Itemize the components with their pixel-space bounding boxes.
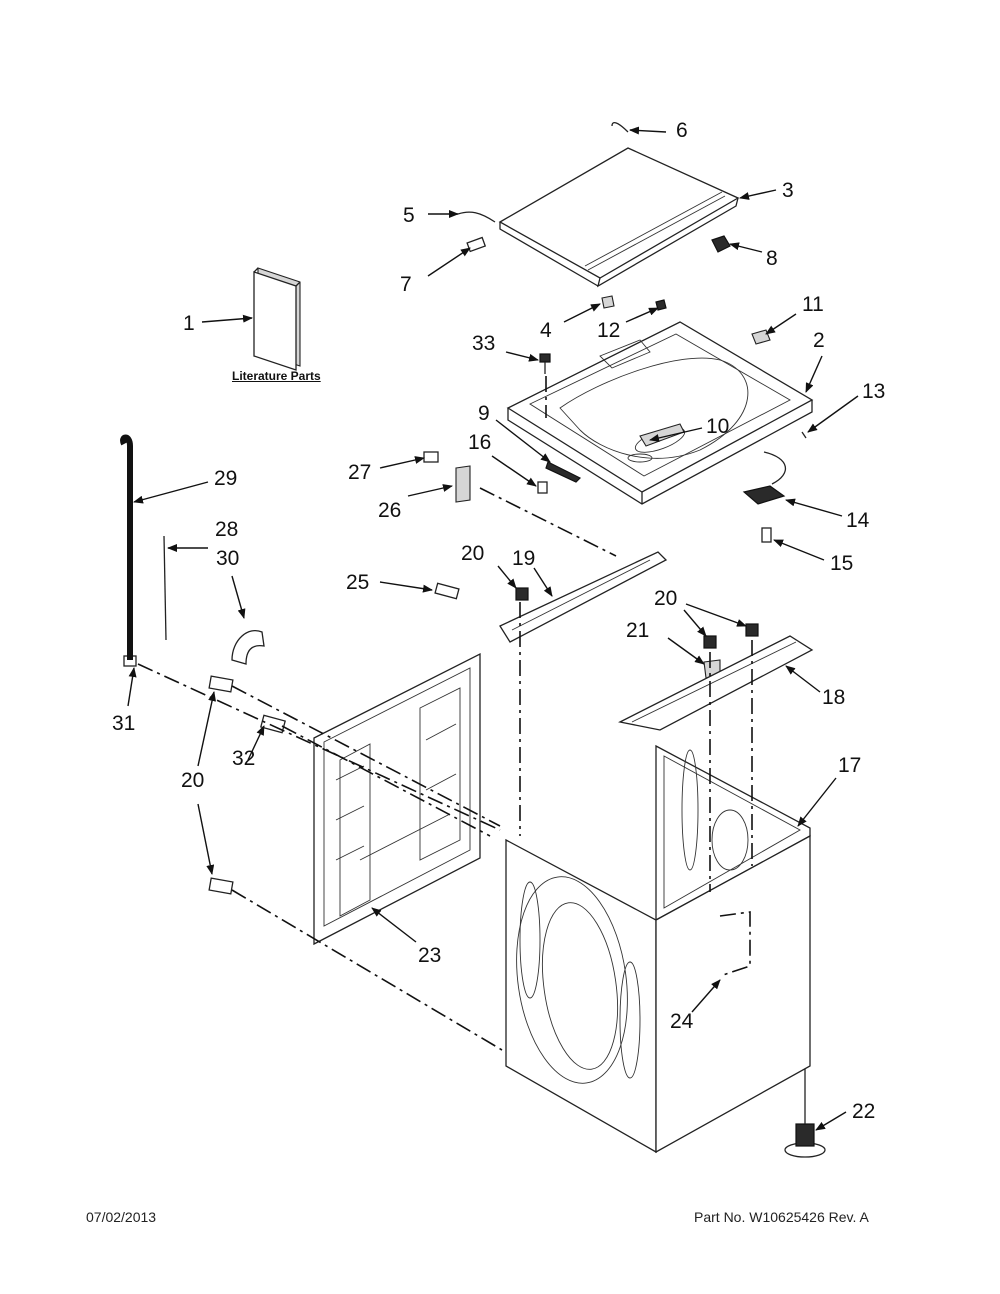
callout-1: 1	[183, 312, 195, 335]
cabinet	[505, 744, 811, 1154]
callout-31: 31	[112, 712, 136, 735]
callout-17: 17	[838, 754, 862, 777]
footer-date: 07/02/2013	[86, 1209, 157, 1225]
callout-7: 7	[400, 273, 412, 296]
callout-24: 24	[670, 1010, 694, 1033]
callout-20-front-brace: 20	[654, 587, 678, 610]
lid-hinge-rod	[457, 121, 629, 223]
rear-panel	[313, 652, 481, 946]
hoses-and-tie	[120, 434, 265, 665]
alignment-lines	[137, 376, 753, 1051]
callout-2: 2	[813, 329, 825, 352]
callout-14: 14	[846, 509, 870, 532]
leader-lines	[127, 126, 859, 1131]
callout-19: 19	[512, 547, 536, 570]
callout-6: 6	[676, 119, 688, 142]
callout-5: 5	[403, 204, 415, 227]
callout-22: 22	[852, 1100, 876, 1123]
literature-parts-label: Literature Parts	[232, 369, 321, 383]
callout-25: 25	[346, 571, 370, 594]
callout-12: 12	[597, 319, 621, 342]
callout-33: 33	[472, 332, 496, 355]
hinge-bushing	[466, 235, 731, 311]
callout-28: 28	[215, 518, 239, 541]
callout-4: 4	[540, 319, 552, 342]
callout-11: 11	[802, 293, 824, 316]
callout-21: 21	[626, 619, 650, 642]
footer-part-number: Part No. W10625426 Rev. A	[694, 1209, 869, 1225]
callout-8: 8	[766, 247, 778, 270]
top-braces	[499, 551, 814, 731]
callout-3: 3	[782, 179, 794, 202]
callout-9: 9	[478, 402, 490, 425]
callout-20-rear-brace: 20	[461, 542, 485, 565]
callout-29: 29	[214, 467, 238, 490]
top-cover	[506, 321, 814, 505]
callout-30: 30	[216, 547, 240, 570]
callout-10: 10	[706, 415, 730, 438]
callout-26: 26	[378, 499, 402, 522]
callout-16: 16	[468, 431, 492, 454]
literature-booklet	[253, 267, 301, 371]
callout-20-rear-panel: 20	[181, 769, 205, 792]
callout-23: 23	[418, 944, 442, 967]
washer-lid	[498, 147, 740, 288]
callout-15: 15	[830, 552, 854, 575]
callout-32: 32	[232, 747, 256, 770]
callout-13: 13	[862, 380, 886, 403]
callout-18: 18	[822, 686, 846, 709]
callout-27: 27	[348, 461, 372, 484]
